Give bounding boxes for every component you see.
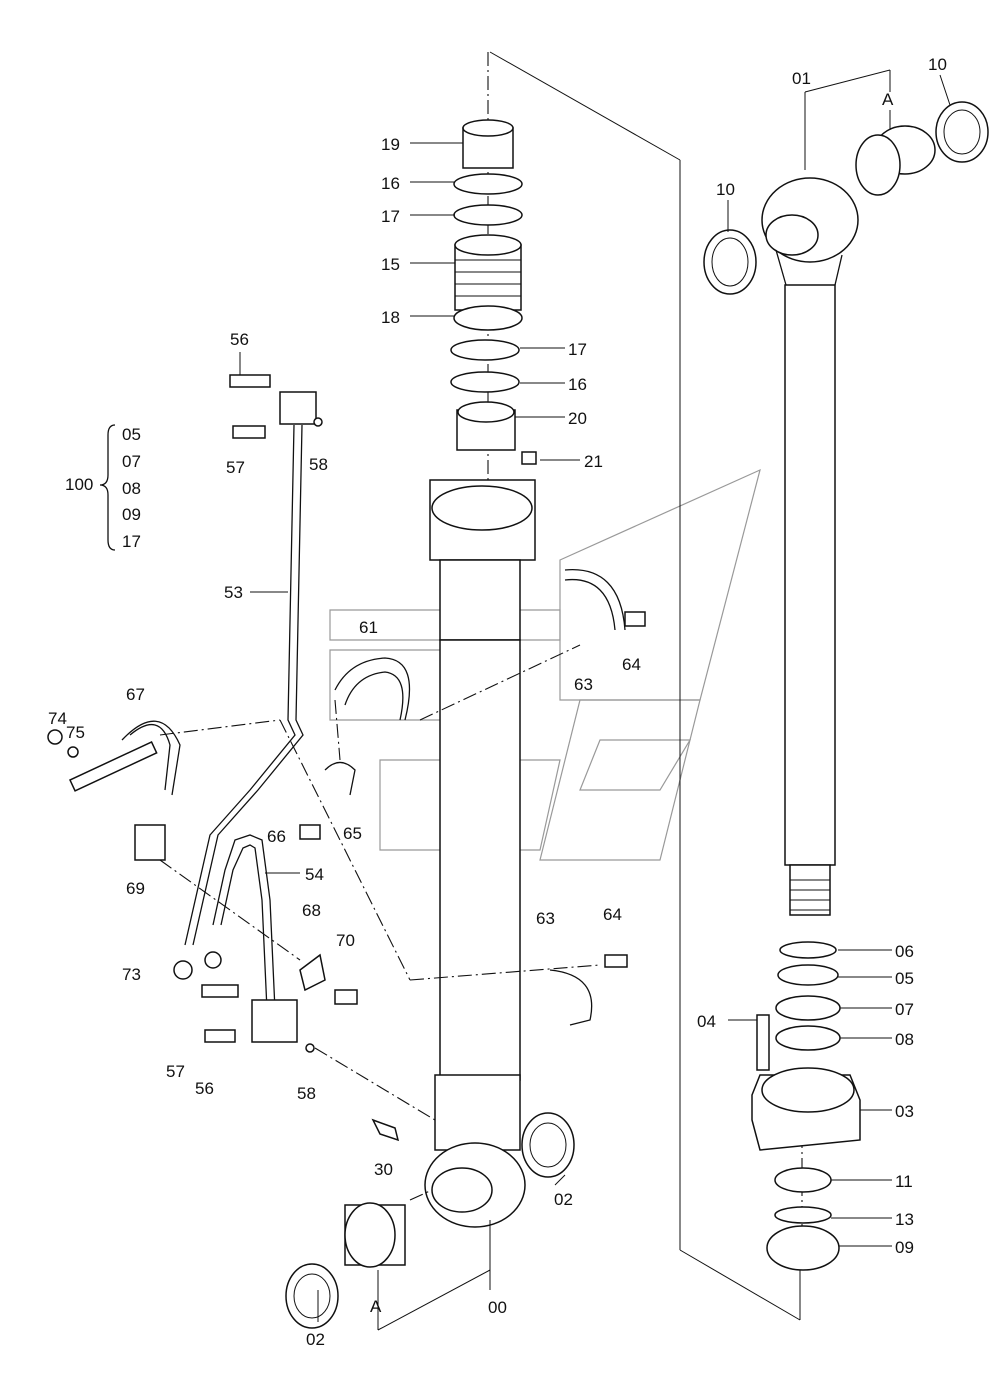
label-73: 73 [122,965,141,984]
kit-part-label: 07 [122,452,141,471]
label-66: 66 [267,827,286,846]
piston-rod [761,177,859,916]
label-17: 17 [568,340,587,359]
label-74: 74 [48,709,67,728]
label-56: 56 [195,1079,214,1098]
label-06: 06 [895,942,914,961]
label-61: 61 [359,618,378,637]
kit-part-label: 17 [122,532,141,551]
label-54: 54 [305,865,324,884]
part-labels: 100 05 07 08 09 17 01 10 10 A A 19 16 17… [48,55,947,1349]
label-58: 58 [297,1084,316,1103]
label-16: 16 [381,174,400,193]
label-03: 03 [895,1102,914,1121]
label-11: 11 [895,1172,913,1191]
bushing-a-bottom [285,1112,575,1329]
label-70: 70 [336,931,355,950]
label-10: 10 [716,180,735,199]
label-09: 09 [895,1238,914,1257]
label-05: 05 [895,969,914,988]
label-a: A [370,1297,382,1316]
label-20: 20 [568,409,587,428]
label-17: 17 [381,207,400,226]
label-a: A [882,90,894,109]
label-21: 21 [584,452,603,471]
connection-lines [159,644,601,1201]
clamps [47,569,646,1026]
label-65: 65 [343,824,362,843]
kit-part-label: 09 [122,505,141,524]
label-04: 04 [697,1012,716,1031]
label-13: 13 [895,1210,914,1229]
bushing-a-top [703,101,989,295]
label-75: 75 [66,723,85,742]
label-10: 10 [928,55,947,74]
piston-parts [450,119,537,465]
kit-brace [99,424,116,551]
label-53: 53 [224,583,243,602]
label-08: 08 [895,1030,914,1049]
label-07: 07 [895,1000,914,1019]
label-64: 64 [603,905,622,924]
label-69: 69 [126,879,145,898]
label-19: 19 [381,135,400,154]
kit-part-label: 05 [122,425,141,444]
label-02: 02 [306,1330,325,1349]
hydraulic-pipes [184,374,323,1053]
cylinder-tube [424,479,536,1228]
label-16: 16 [568,375,587,394]
label-56: 56 [230,330,249,349]
label-57: 57 [226,458,245,477]
label-64: 64 [622,655,641,674]
label-30: 30 [374,1160,393,1179]
label-00: 00 [488,1298,507,1317]
label-57: 57 [166,1062,185,1081]
label-67: 67 [126,685,145,704]
watermark-logo [329,468,761,861]
label-58: 58 [309,455,328,474]
label-02: 02 [554,1190,573,1209]
label-68: 68 [302,901,321,920]
label-18: 18 [381,308,400,327]
label-01: 01 [792,69,811,88]
label-63: 63 [574,675,593,694]
label-63: 63 [536,909,555,928]
label-15: 15 [381,255,400,274]
label-100: 100 [65,475,93,494]
leader-lines [239,69,951,1331]
rod-seals [751,941,861,1271]
kit-part-label: 08 [122,479,141,498]
